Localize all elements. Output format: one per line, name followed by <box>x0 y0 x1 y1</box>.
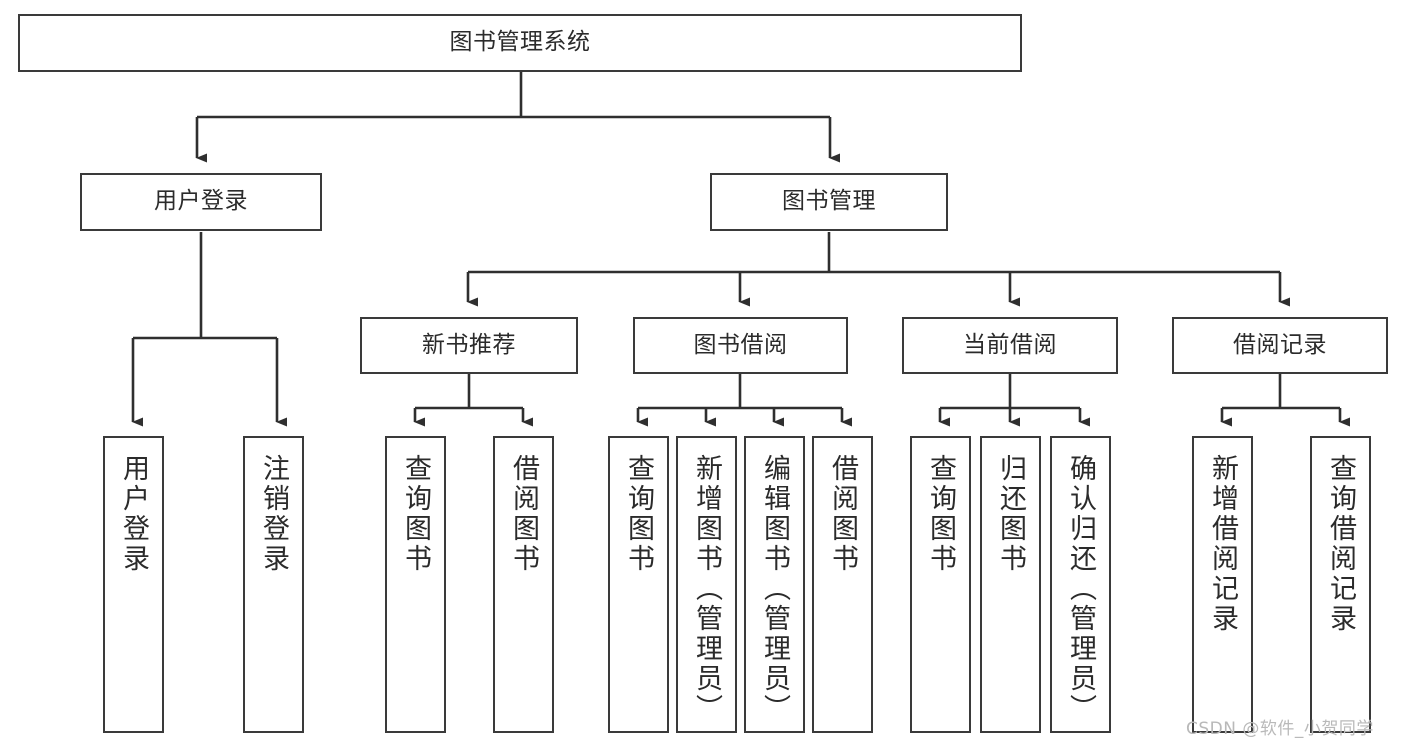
node-label: 查询图书 <box>400 454 431 574</box>
node-label: 新书推荐 <box>422 331 516 358</box>
leaf-new-book-borrow[interactable]: 借阅图书 <box>493 436 554 733</box>
node-borrow-record[interactable]: 借阅记录 <box>1172 317 1388 374</box>
leaf-new-book-query[interactable]: 查询图书 <box>385 436 446 733</box>
leaf-current-query-book[interactable]: 查询图书 <box>910 436 971 733</box>
node-new-book-recommend[interactable]: 新书推荐 <box>360 317 578 374</box>
node-label: 新增图书（管理员） <box>691 454 722 724</box>
node-label: 借阅记录 <box>1233 331 1327 358</box>
leaf-record-add-record[interactable]: 新增借阅记录 <box>1192 436 1253 733</box>
node-label: 图书管理 <box>782 188 876 215</box>
node-label: 注销登录 <box>258 454 289 574</box>
leaf-borrow-query-book[interactable]: 查询图书 <box>608 436 669 733</box>
node-label: 图书管理系统 <box>449 29 591 56</box>
node-label: 当前借阅 <box>963 331 1057 358</box>
node-label: 借阅图书 <box>508 454 539 574</box>
node-label: 查询图书 <box>925 454 956 574</box>
node-user-login[interactable]: 用户登录 <box>80 173 322 231</box>
leaf-current-return-book[interactable]: 归还图书 <box>980 436 1041 733</box>
node-label: 用户登录 <box>118 454 149 574</box>
node-label: 查询图书 <box>623 454 654 574</box>
node-label: 归还图书 <box>995 454 1026 574</box>
leaf-user-login-signin[interactable]: 用户登录 <box>103 436 164 733</box>
leaf-borrow-borrow-book[interactable]: 借阅图书 <box>812 436 873 733</box>
leaf-user-login-signout[interactable]: 注销登录 <box>243 436 304 733</box>
node-book-management[interactable]: 图书管理 <box>710 173 948 231</box>
node-root-system[interactable]: 图书管理系统 <box>18 14 1022 72</box>
node-label: 新增借阅记录 <box>1207 454 1238 634</box>
leaf-current-confirm-return-admin[interactable]: 确认归还（管理员） <box>1050 436 1111 733</box>
node-label: 确认归还（管理员） <box>1065 454 1096 724</box>
leaf-borrow-add-book-admin[interactable]: 新增图书（管理员） <box>676 436 737 733</box>
node-label: 编辑图书（管理员） <box>759 454 790 724</box>
leaf-borrow-edit-book-admin[interactable]: 编辑图书（管理员） <box>744 436 805 733</box>
node-label: 图书借阅 <box>693 331 788 358</box>
leaf-record-query-record[interactable]: 查询借阅记录 <box>1310 436 1371 733</box>
node-current-borrow[interactable]: 当前借阅 <box>902 317 1118 374</box>
node-label: 借阅图书 <box>827 454 858 574</box>
node-book-borrow[interactable]: 图书借阅 <box>633 317 848 374</box>
node-label: 用户登录 <box>154 188 248 215</box>
node-label: 查询借阅记录 <box>1325 454 1356 634</box>
csdn-watermark: CSDN @软件_小贺同学 <box>1186 719 1374 739</box>
